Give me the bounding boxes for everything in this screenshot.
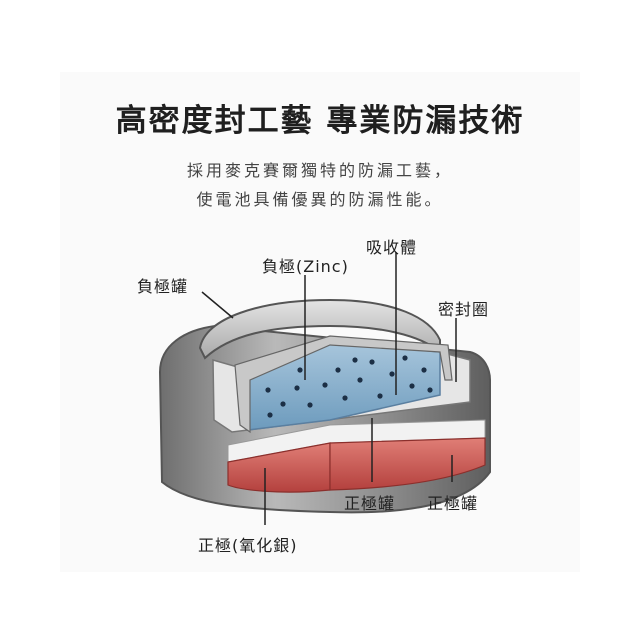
label-zinc: 負極(Zinc) xyxy=(262,257,349,276)
label-positive-can-2: 正極罐 xyxy=(427,494,479,513)
label-absorber: 吸收體 xyxy=(366,238,418,257)
leader-negative-can xyxy=(201,291,234,319)
subtitle-line-1: 採用麥克賽爾獨特的防漏工藝， xyxy=(186,161,453,180)
leader-lines xyxy=(201,252,457,525)
label-seal-ring: 密封圈 xyxy=(438,300,490,319)
subtitle-line-2: 使電池具備優異的防漏性能。 xyxy=(196,190,444,209)
label-silver-oxide: 正極(氧化銀) xyxy=(198,536,298,555)
label-negative-can: 負極罐 xyxy=(137,277,189,296)
negative-can-cap xyxy=(198,298,441,360)
zinc-particles xyxy=(265,355,433,418)
page-title: 高密度封工藝 專業防漏技術 xyxy=(115,103,525,139)
label-positive-can-1: 正極罐 xyxy=(344,494,396,513)
silver-oxide-right xyxy=(329,437,486,491)
negative-can-inner xyxy=(234,335,453,434)
